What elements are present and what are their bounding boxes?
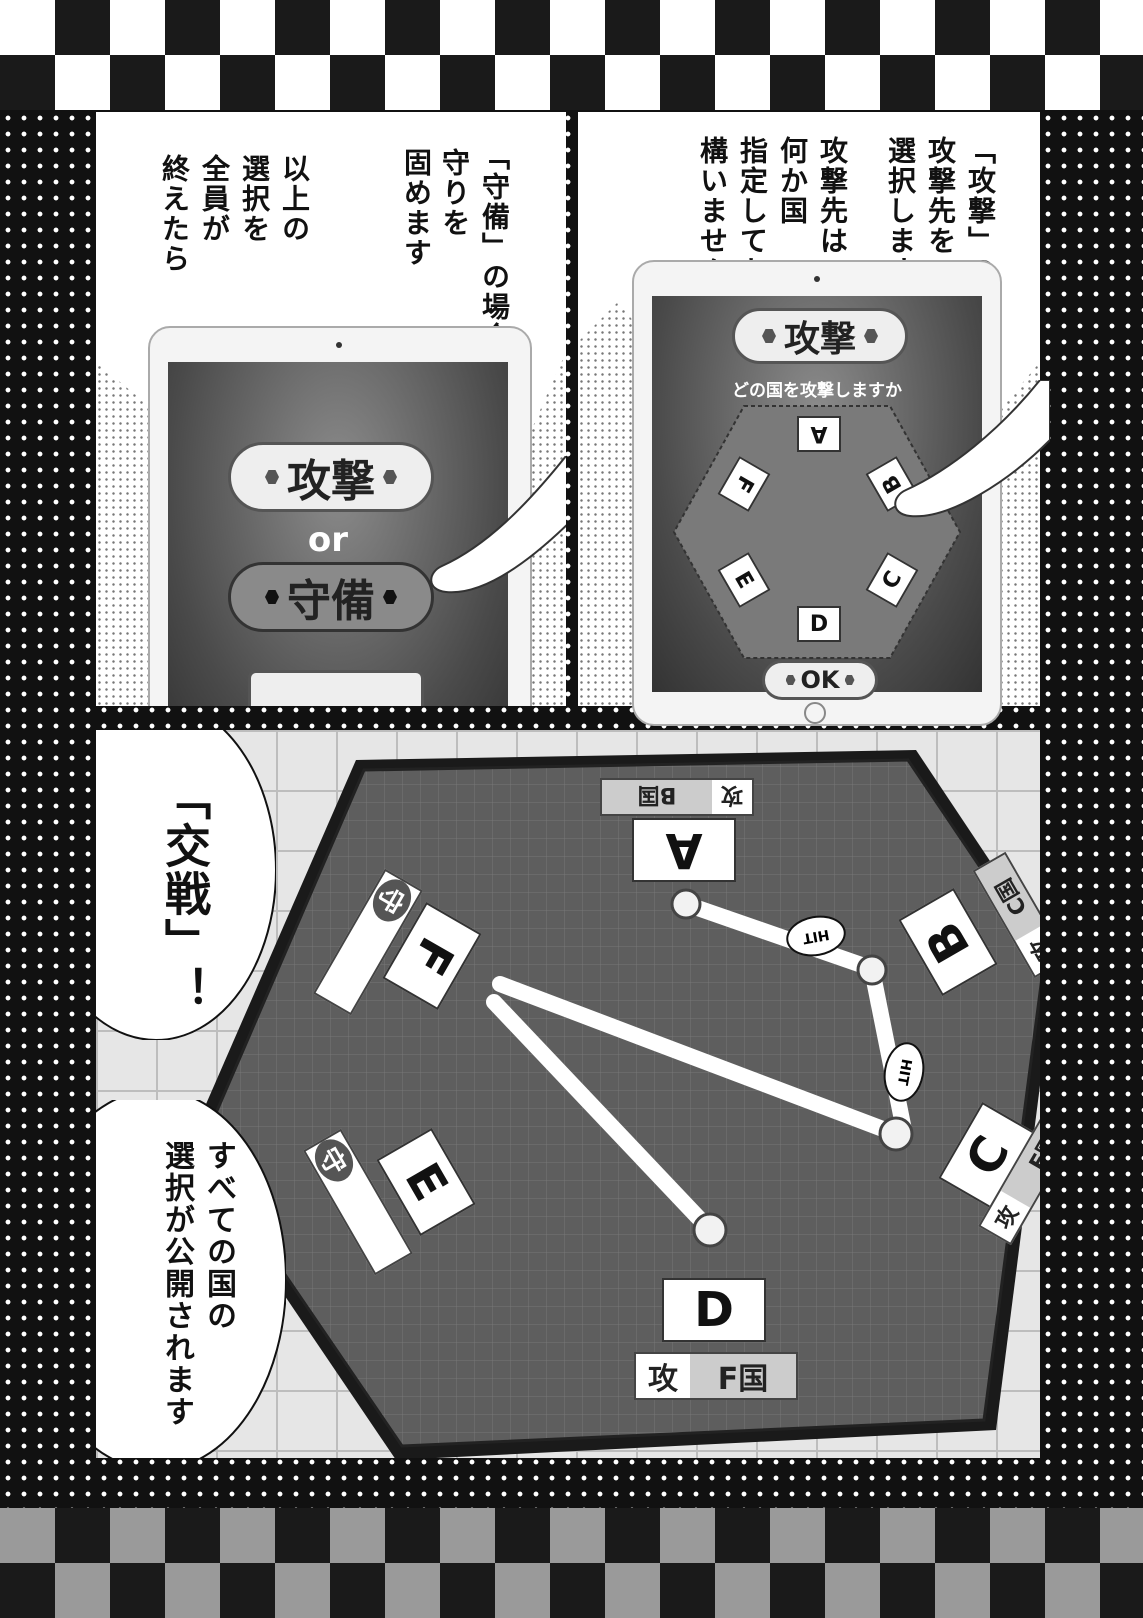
attack-title-badge: 攻撃 <box>732 308 908 364</box>
hex-icon <box>864 329 878 343</box>
panel-engagement: HIT HIT A B C D E F 攻 B国 攻 C国 攻 F国 攻 F国 … <box>96 730 1040 1458</box>
ok-button[interactable]: OK <box>762 660 878 700</box>
caption-attack-2: 攻撃先を <box>924 136 957 256</box>
tag-a-target: B国 <box>602 780 712 814</box>
board-tile-d: D <box>662 1278 766 1342</box>
speech-bubble-2 <box>96 1100 286 1458</box>
partial-button-label: 再読 <box>306 703 366 706</box>
country-tile-d[interactable]: D <box>797 606 841 642</box>
bubble-reveal-2: 選択が公開されます <box>159 1140 194 1428</box>
hex-icon <box>265 590 279 604</box>
board-tile-a: A <box>632 818 736 882</box>
caption-done-4: 終えたら <box>158 154 191 274</box>
pointing-finger <box>894 380 1050 518</box>
defend-button[interactable]: 守備 <box>228 562 434 632</box>
tag-d: 攻 F国 <box>634 1352 798 1400</box>
tablet-attack: 攻撃 どの国を攻撃しますか A B C D E F OK <box>632 260 1002 726</box>
country-tile-a[interactable]: A <box>797 416 841 452</box>
attack-button-label: 攻撃 <box>287 456 375 507</box>
hex-icon <box>785 675 796 685</box>
bubble-engagement: 「交戦」！ <box>158 774 212 1014</box>
tablet-camera <box>814 276 820 282</box>
caption-done-2: 選択を <box>238 154 271 244</box>
caption-done-1: 以上の <box>278 154 311 244</box>
or-label: or <box>307 520 349 560</box>
panel-defend: 「守備」の場合 守りを 固めます 以上の 選択を 全員が 終えたら 攻撃 or … <box>96 112 566 706</box>
caption-defend-2: 守りを <box>438 148 471 238</box>
speech-bubble-1 <box>96 730 276 1040</box>
hex-icon <box>265 470 279 484</box>
tag-a: 攻 B国 <box>600 778 754 816</box>
tag-d-attack: 攻 <box>648 1362 678 1397</box>
tablet-defend-screen: 攻撃 or 守備 再読 <box>168 362 508 706</box>
caption-attack-4: 攻撃先は <box>816 136 849 256</box>
tag-a-attack: 攻 <box>721 782 744 807</box>
caption-attack-5: 何か国 <box>776 136 809 226</box>
checker-border-top <box>0 0 1143 110</box>
checker-border-bottom <box>0 1508 1143 1618</box>
caption-done-3: 全員が <box>198 154 231 244</box>
hex-icon <box>761 329 776 343</box>
tablet-home-button <box>804 702 826 724</box>
tag-d-target: F国 <box>690 1354 796 1398</box>
attack-button[interactable]: 攻撃 <box>228 442 434 512</box>
hex-icon <box>844 675 855 685</box>
attack-prompt: どの国を攻撃しますか <box>732 381 902 401</box>
hex-icon <box>383 470 397 484</box>
caption-defend-3: 固めます <box>400 148 433 268</box>
partial-button[interactable]: 再読 <box>248 670 424 706</box>
caption-defend-1: 「守備」の場合 <box>478 142 511 352</box>
hex-icon <box>383 590 397 604</box>
bubble-reveal-1: すべての国の <box>201 1140 236 1332</box>
defend-button-label: 守備 <box>287 576 375 627</box>
tablet-attack-screen: 攻撃 どの国を攻撃しますか A B C D E F OK <box>652 296 982 700</box>
pointing-finger <box>430 456 566 594</box>
attack-title-label: 攻撃 <box>783 319 856 360</box>
tablet-camera <box>336 342 342 348</box>
ok-button-label: OK <box>800 666 840 694</box>
